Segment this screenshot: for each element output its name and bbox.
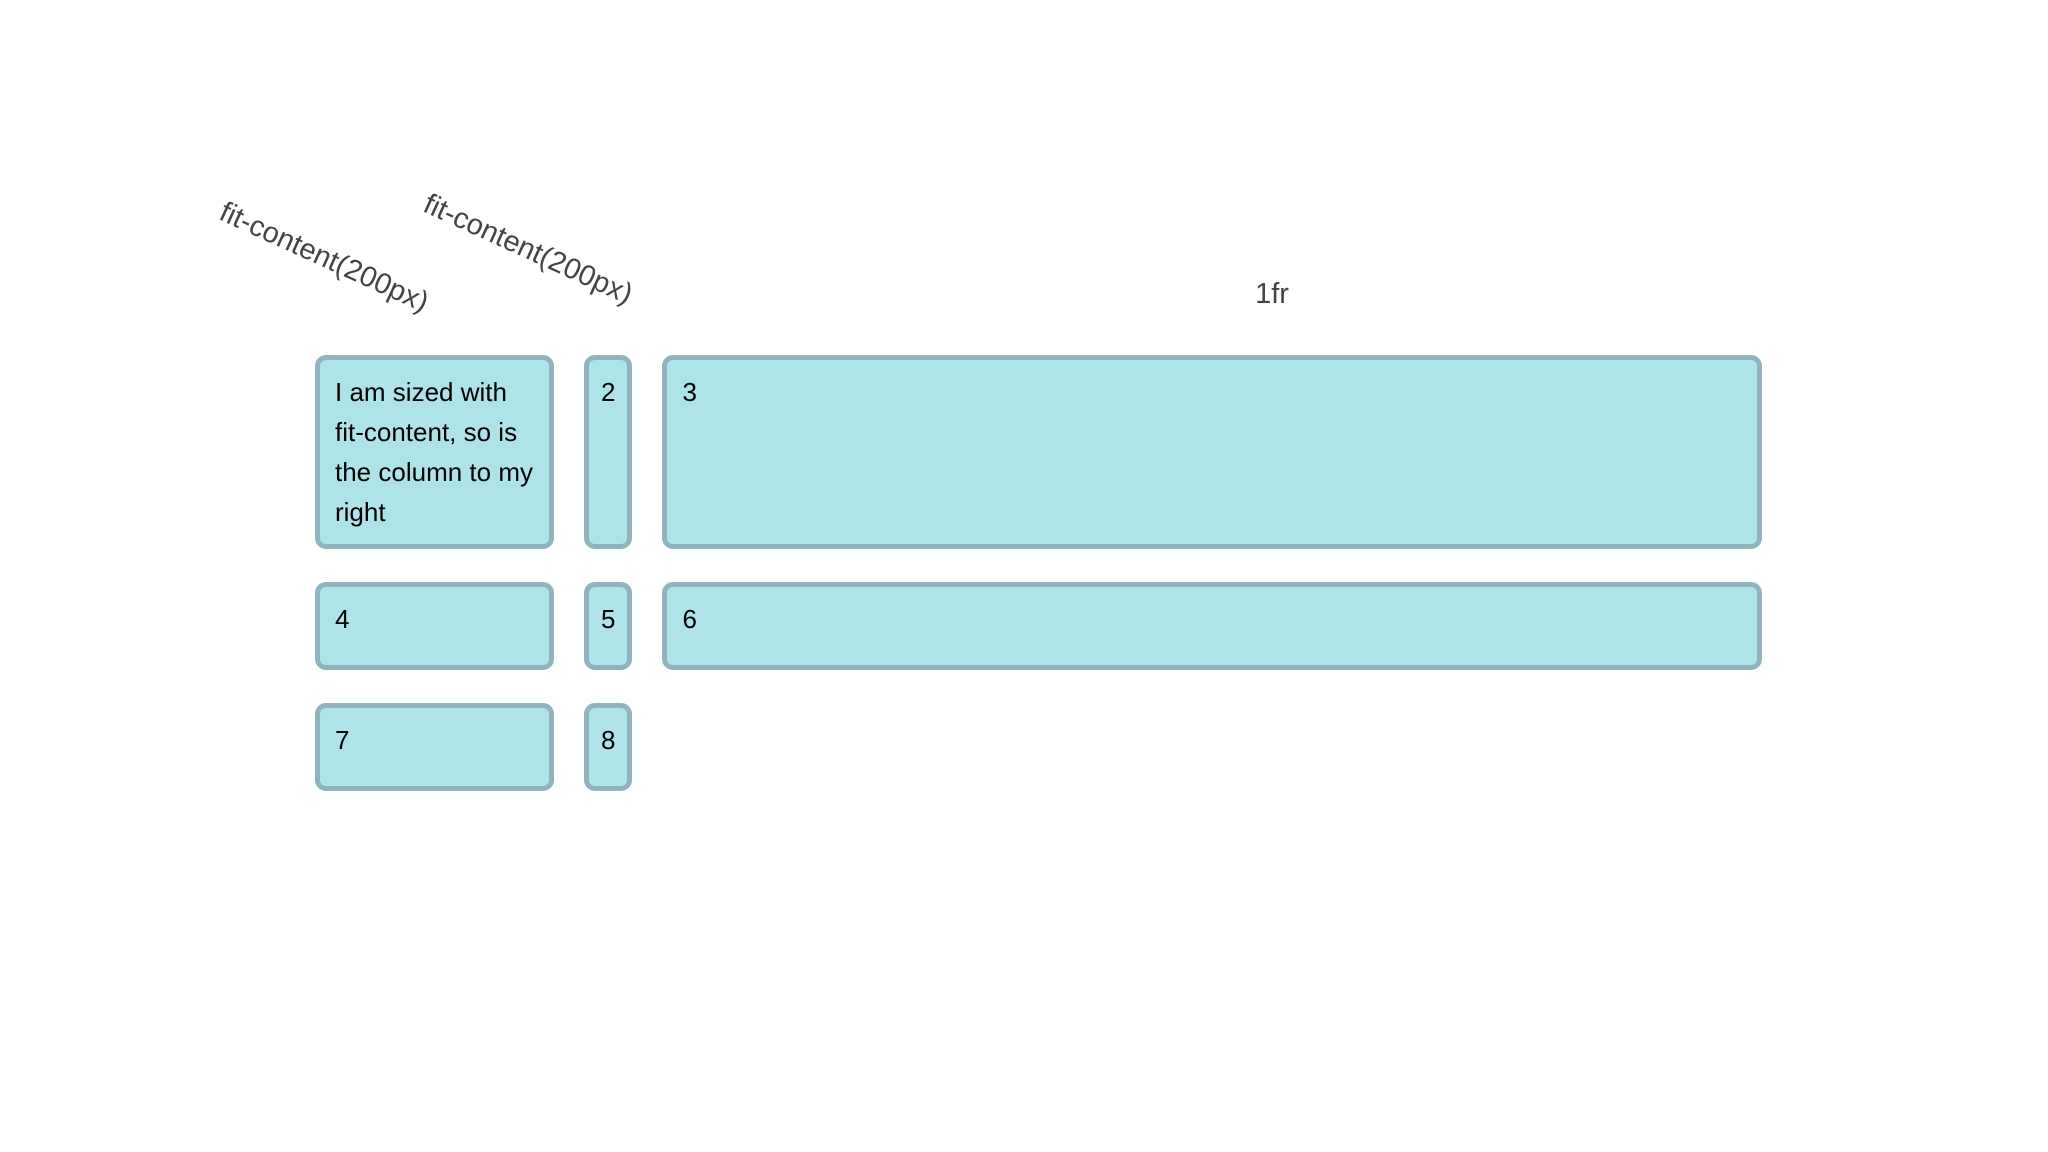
grid-cell-1-label: I am sized with fit-content, so is the c…	[335, 377, 533, 527]
grid-cell-3-label: 3	[682, 377, 697, 407]
column-label-2: fit-content(200px)	[418, 188, 638, 311]
grid-cell-8: 8	[584, 703, 633, 791]
grid-cell-3: 3	[662, 355, 1762, 549]
grid-cell-7-label: 7	[335, 725, 350, 755]
grid-cell-5-label: 5	[601, 604, 616, 634]
grid-cell-8-label: 8	[601, 725, 616, 755]
css-grid-container: I am sized with fit-content, so is the c…	[315, 355, 1762, 791]
grid-cell-1: I am sized with fit-content, so is the c…	[315, 355, 554, 549]
grid-cell-2: 2	[584, 355, 633, 549]
grid-cell-2-label: 2	[601, 377, 616, 407]
column-label-1: fit-content(200px)	[214, 196, 434, 319]
grid-cell-4-label: 4	[335, 604, 350, 634]
grid-cell-6-label: 6	[682, 604, 697, 634]
column-label-3: 1fr	[1255, 278, 1289, 310]
grid-cell-7: 7	[315, 703, 554, 791]
grid-cell-5: 5	[584, 582, 633, 670]
grid-cell-4: 4	[315, 582, 554, 670]
grid-cell-6: 6	[662, 582, 1762, 670]
